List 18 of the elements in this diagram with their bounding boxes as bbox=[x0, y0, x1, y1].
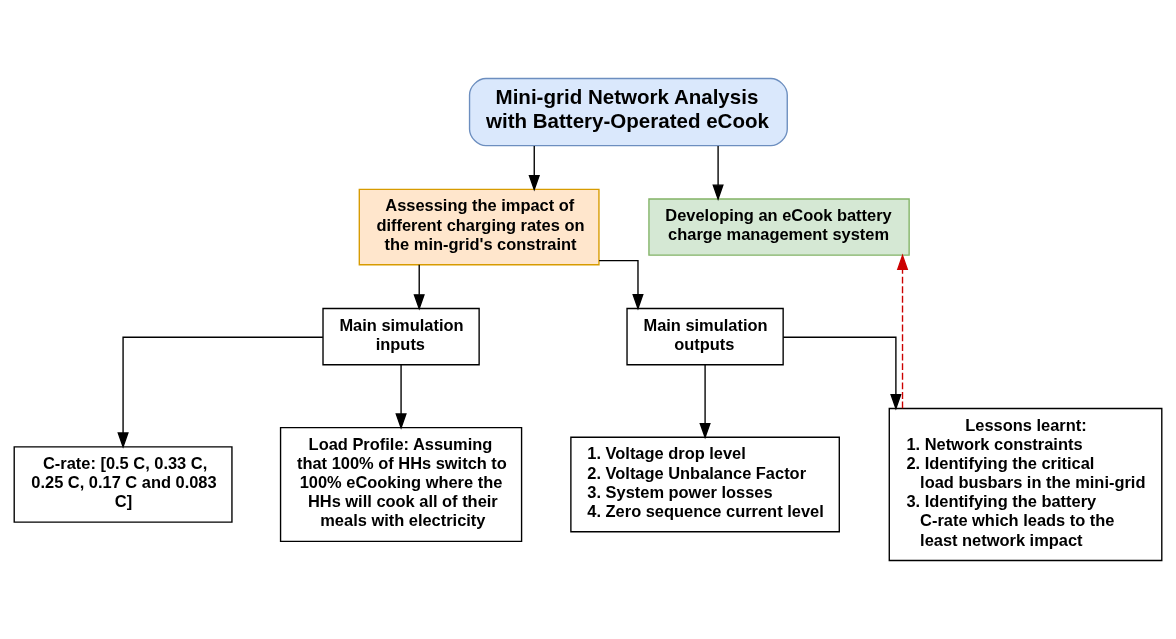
arrow bbox=[598, 259, 644, 311]
node-box: Load Profile: Assuming that 100% of HHs switch to 100% eCooking where the HHs will cook all of their meals with electricity bbox=[279, 427, 523, 543]
arrow bbox=[395, 364, 407, 430]
node-box: Main simulation outputs bbox=[626, 307, 784, 366]
arrow bbox=[782, 336, 902, 411]
arrow bbox=[413, 264, 425, 311]
node-box: Assessing the impact of different charging rates on the min-grid's constraint bbox=[358, 188, 600, 266]
arrow bbox=[896, 253, 909, 409]
arrow bbox=[712, 145, 724, 201]
node-box: Main simulation inputs bbox=[322, 307, 480, 366]
node-box: Lessons learnt: 1. Network constraints 2. Identifying the critical load busbars in the mini-grid 3. Identifying the battery C-rate which leads to the least network impact bbox=[888, 407, 1163, 562]
node-box: Developing an eCook battery charge management system bbox=[648, 198, 910, 256]
node-box: 1. Voltage drop level 2. Voltage Unbalance Factor 3. System power losses 4. Zero sequence current level bbox=[570, 436, 840, 533]
node-box: Mini-grid Network Analysis with Battery-Operated eCook bbox=[468, 77, 788, 147]
arrow bbox=[528, 145, 540, 192]
arrow bbox=[117, 336, 324, 449]
arrow bbox=[699, 364, 711, 440]
node-box: C-rate: [0.5 C, 0.33 C, 0.25 C, 0.17 C and 0.083 C] bbox=[13, 446, 233, 523]
